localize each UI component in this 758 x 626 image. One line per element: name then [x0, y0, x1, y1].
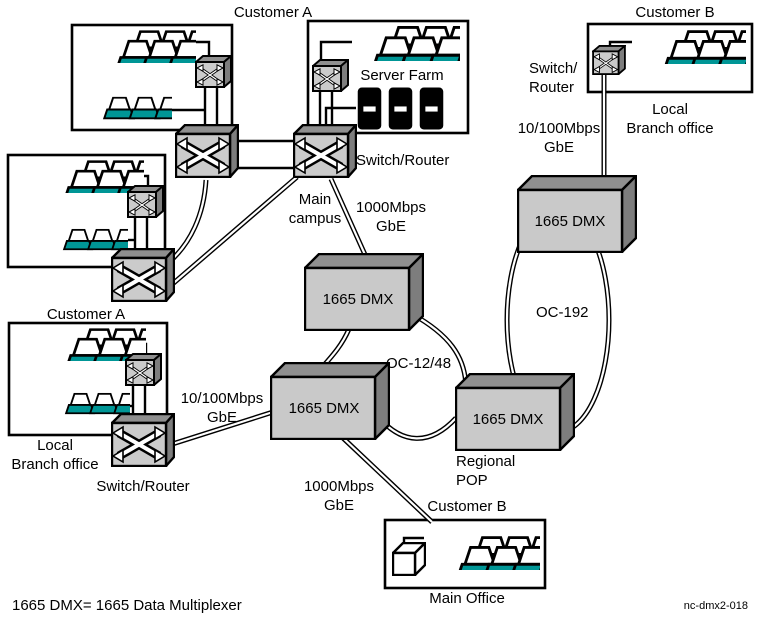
- main-office-label: Main Office: [429, 590, 505, 607]
- oc-12-48-label: OC-12/48: [386, 355, 452, 372]
- main-campus-label: Main campus: [288, 191, 342, 228]
- dmx-metro-label: 1665 DMX: [288, 400, 360, 417]
- dmx-branch-b-label: 1665 DMX: [534, 213, 606, 230]
- link-1000-main-office-label: 1000Mbps GbE: [303, 478, 375, 515]
- regional-pop-label: Regional POP: [456, 453, 516, 490]
- server-farm-label: Server Farm: [360, 67, 444, 84]
- small-switch-icon: [127, 185, 164, 218]
- small-switch-icon: [312, 59, 349, 92]
- dmx-pop-label: 1665 DMX: [472, 411, 544, 428]
- server-tower-icon: [419, 87, 444, 130]
- figure-caption: 1665 DMX= 1665 Data Multiplexer: [12, 597, 242, 614]
- small-switch-icon: [592, 45, 626, 75]
- local-branch-office-b-label: Local Branch office: [626, 101, 714, 138]
- customer-a-campus-label: Customer A: [233, 4, 313, 21]
- switch-router-campus-label: Switch/Router: [356, 152, 450, 169]
- small-switch-icon: [125, 353, 162, 386]
- figure-id: nc-dmx2-018: [683, 600, 748, 612]
- dmx-core-label: 1665 DMX: [322, 291, 394, 308]
- link-1000-campus-label: 1000Mbps GbE: [355, 199, 427, 236]
- campus-sw2-to-site2-sw-line: [169, 177, 297, 287]
- customer-b-main-label: Customer B: [427, 498, 507, 515]
- server-tower-icon: [388, 87, 413, 130]
- link-10100-branch-b-label: 10/100Mbps GbE: [517, 120, 601, 157]
- link-10100-branch-a-label: 10/100Mbps GbE: [180, 390, 264, 427]
- customer-b-branch-label: Customer B: [635, 4, 715, 21]
- dmx-core-to-pop-line: [412, 314, 466, 389]
- switch-router-icon: [112, 249, 174, 301]
- switch-router-icon-campus: [294, 125, 356, 177]
- hub-cube-icon: [392, 542, 426, 576]
- local-branch-office-a-label: Local Branch office: [11, 437, 99, 474]
- switch-router-icon: [176, 125, 238, 177]
- switch-router-branch-a-label: Switch/Router: [96, 478, 190, 495]
- small-switch-icon: [195, 55, 232, 88]
- server-tower-icon: [357, 87, 382, 130]
- switch-router-branch-b-label: Switch/ Router: [529, 60, 578, 97]
- customer-a-branch-label: Customer A: [46, 306, 126, 323]
- oc-192-label: OC-192: [536, 304, 589, 321]
- switch-router-icon-branch-a: [112, 414, 174, 466]
